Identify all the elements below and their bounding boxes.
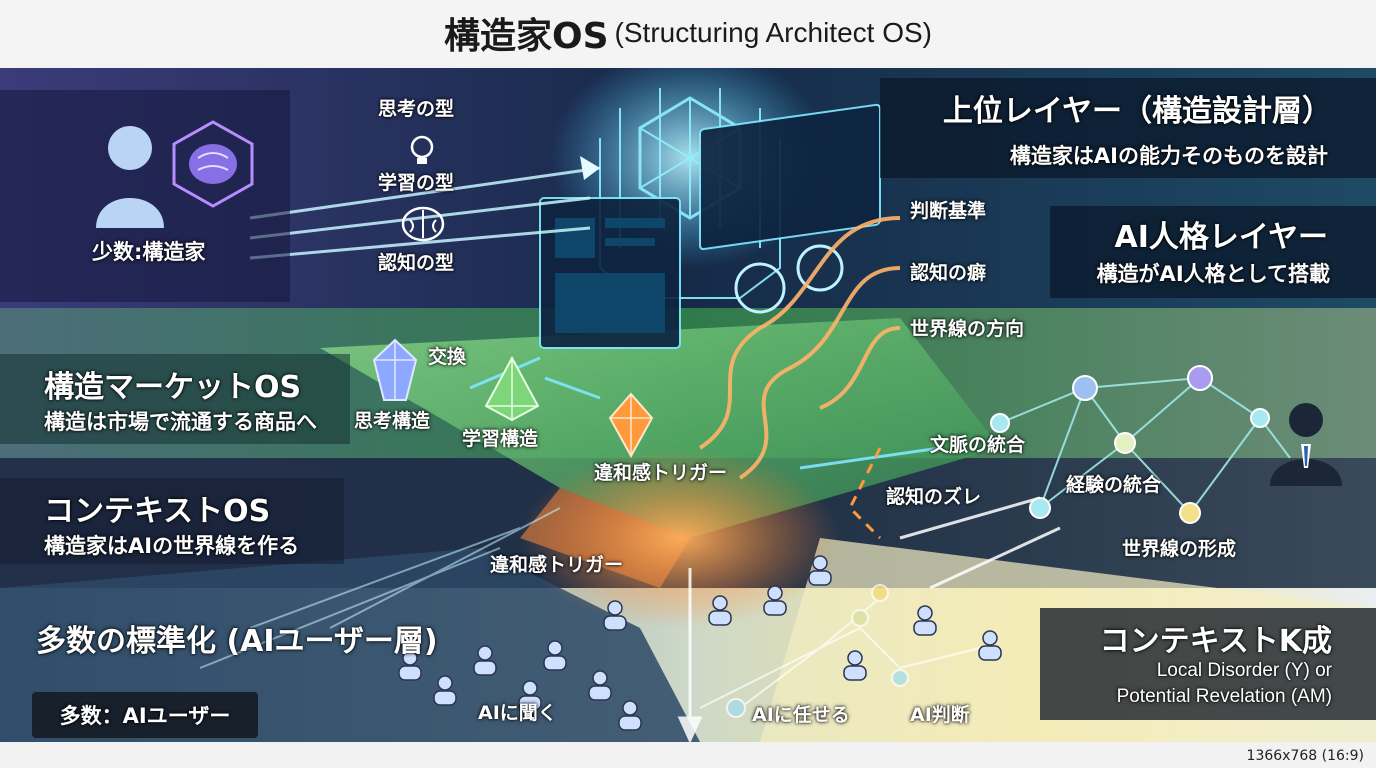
resolution-note: 1366x768 (16:9) — [1246, 748, 1364, 764]
upper-layer-subtitle: 構造家はAIの能力そのものを設計 — [1009, 144, 1328, 168]
trigger-label-lower: 違和感トリガー — [490, 554, 624, 576]
pyramid-green-icon — [484, 356, 540, 422]
market-os-subtitle: 構造は市場で流通する商品へ — [44, 410, 317, 434]
trigger-label-upper: 違和感トリガー — [594, 462, 728, 484]
context-kform-sub2: Potential Revelation (AM) — [1116, 686, 1332, 707]
network-cognitive-gap: 認知のズレ — [886, 486, 982, 508]
lightbulb-icon — [410, 135, 434, 164]
ai-user-badge-label: 多数：AIユーザー — [59, 704, 231, 728]
crystal-icon — [372, 338, 418, 401]
crystal-orange-icon — [608, 392, 654, 458]
brain-icon — [172, 120, 254, 208]
context-kform-sub1: Local Disorder (Y) or — [1156, 660, 1332, 681]
page-subtitle: (Structuring Architect OS) — [614, 17, 932, 48]
brain-small-icon — [401, 206, 445, 242]
architect-icon — [96, 126, 164, 228]
criteria-judgment: 判断基準 — [910, 200, 987, 222]
persona-layer-title: AI人格レイヤー — [1114, 220, 1328, 255]
upper-layer-title: 上位レイヤー（構造設計層） — [942, 94, 1332, 129]
exchange-label: 交換 — [428, 346, 467, 368]
market-os-panel: 構造マーケットOS 構造は市場で流通する商品へ — [0, 354, 350, 444]
exchange-learning-structure: 学習構造 — [462, 428, 539, 450]
standard-layer-title: 多数の標準化 (AIユーザー層) — [36, 624, 438, 659]
businessman-icon — [1270, 403, 1342, 486]
network-worldline-formation: 世界線の形成 — [1122, 538, 1237, 560]
upper-layer-panel: 上位レイヤー（構造設計層） 構造家はAIの能力そのものを設計 — [880, 78, 1376, 178]
persona-layer-panel: AI人格レイヤー 構造がAI人格として搭載 — [1050, 206, 1376, 298]
network-context-integration: 文脈の統合 — [930, 434, 1026, 456]
context-os-subtitle: 構造家はAIの世界線を作る — [44, 534, 300, 558]
context-os-panel: コンテキストOS 構造家はAIの世界線を作る — [0, 478, 344, 564]
title-bar: 構造家OS (Structuring Architect OS) — [0, 0, 1376, 66]
context-kform-title: コンテキストK成 — [1099, 624, 1332, 659]
thought-type-learning: 学習の型 — [378, 172, 455, 194]
architect-panel — [0, 90, 290, 302]
context-kform-panel: コンテキストK成 Local Disorder (Y) or Potential… — [1040, 608, 1376, 720]
page-title: 構造家OS — [444, 16, 609, 57]
criteria-cognitive-bias: 認知の癖 — [910, 262, 987, 284]
market-os-title: 構造マーケットOS — [44, 370, 302, 405]
exchange-thinking-structure: 思考構造 — [354, 410, 431, 432]
context-os-title: コンテキストOS — [44, 494, 271, 529]
persona-layer-subtitle: 構造がAI人格として搭載 — [1096, 262, 1330, 286]
action-ai-judgment: AI判断 — [910, 704, 970, 726]
architect-label: 少数:構造家 — [92, 240, 206, 264]
thought-type-cognition: 認知の型 — [378, 252, 455, 274]
diagram-canvas: 少数:構造家 思考の型 学習の型 認知の型 上位レイヤー（構造設計層） 構造家は… — [0, 68, 1376, 742]
action-ask-ai: AIに聞く — [478, 702, 557, 724]
thought-type-thinking: 思考の型 — [378, 98, 455, 120]
action-delegate-ai: AIに任せる — [752, 704, 850, 726]
ai-user-badge: 多数：AIユーザー — [32, 692, 258, 738]
network-experience-integration: 経験の統合 — [1066, 474, 1162, 496]
criteria-worldline-direction: 世界線の方向 — [910, 318, 1025, 340]
